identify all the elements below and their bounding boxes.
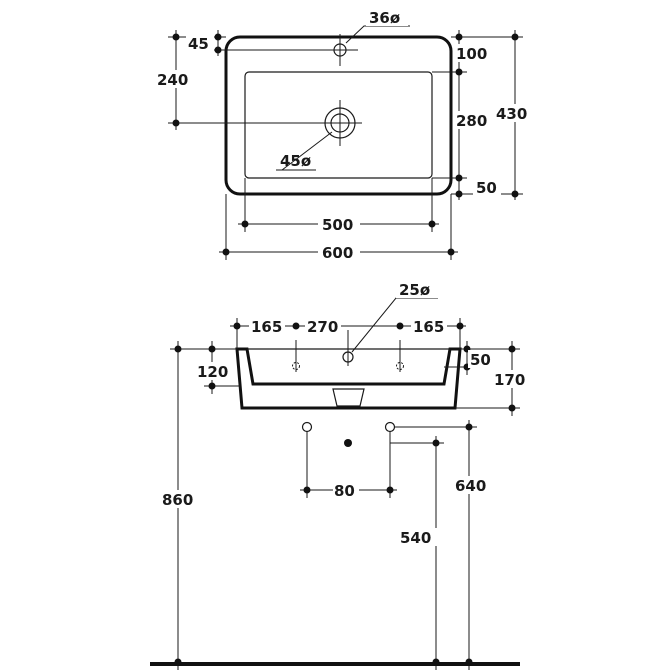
dim-80: 80 [334, 482, 355, 500]
dim-165-right: 165 [413, 318, 444, 336]
dim-280: 280 [456, 112, 487, 130]
dim-600: 600 [322, 244, 353, 262]
supply-left [301, 421, 313, 433]
dim-120: 120 [197, 363, 228, 381]
dim-165-left: 165 [251, 318, 282, 336]
drain-fitting [332, 388, 365, 407]
drain-label: 45ø [280, 152, 311, 170]
dim-860: 860 [162, 491, 193, 509]
dim-540: 540 [400, 529, 431, 547]
dim-170: 170 [494, 371, 525, 389]
basin-bowl-top [244, 71, 433, 179]
dim-430: 430 [496, 105, 527, 123]
overflow-label: 25ø [399, 281, 430, 299]
top-view: 36ø 45 240 100 280 50 430 45ø 500 600 [150, 8, 534, 262]
dim-500: 500 [322, 216, 353, 234]
supply-right [384, 421, 396, 433]
tap-hole-label: 36ø [369, 9, 400, 27]
dim-50-front: 50 [470, 351, 491, 369]
dim-45-top: 45 [188, 35, 209, 53]
dim-240: 240 [157, 71, 188, 89]
basin-outline-top [224, 35, 453, 196]
dim-640: 640 [455, 477, 486, 495]
front-view: 25ø 165 270 165 120 50 170 80 640 860 54… [150, 280, 532, 670]
waste-outlet [344, 439, 352, 447]
dim-50-top: 50 [476, 179, 497, 197]
dim-100: 100 [456, 45, 487, 63]
dim-270: 270 [307, 318, 338, 336]
